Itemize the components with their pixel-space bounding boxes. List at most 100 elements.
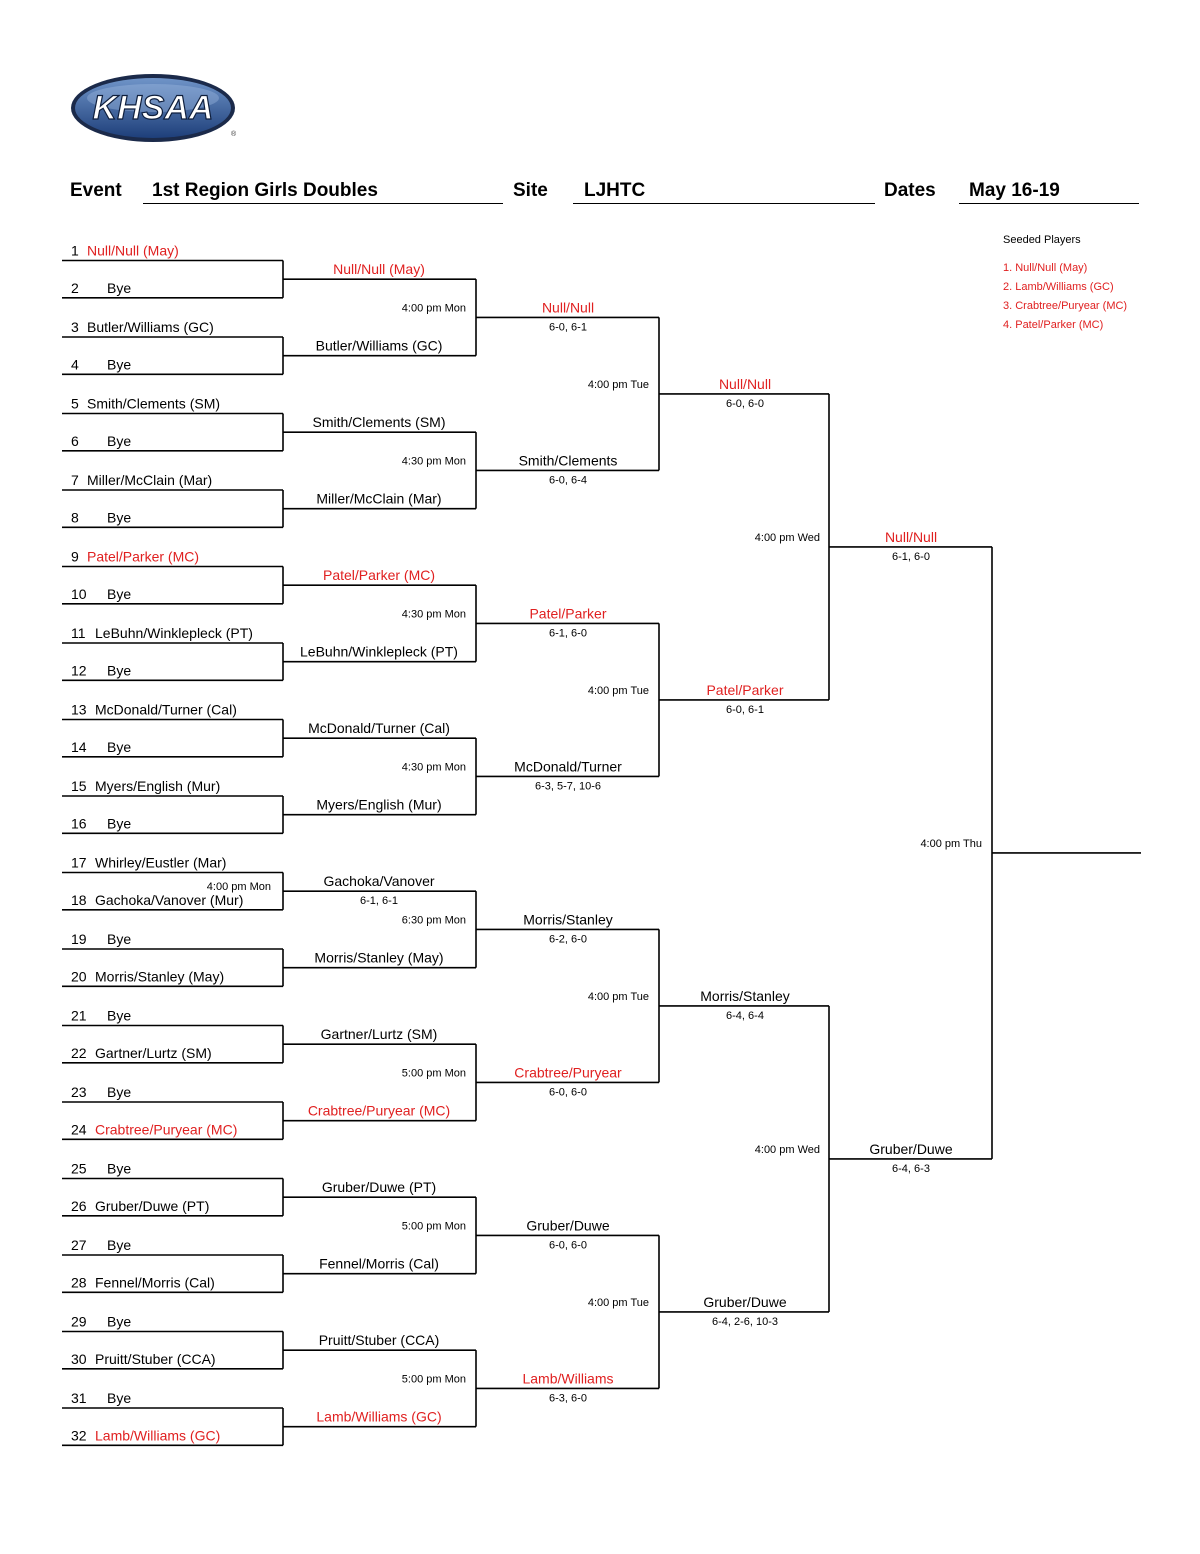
round3-score: 6-0, 6-1 <box>549 321 587 333</box>
entrant-name: Bye <box>107 662 131 678</box>
entrant-name: Gruber/Duwe (PT) <box>95 1198 209 1214</box>
entrant-name: Gachoka/Vanover (Mur) <box>95 892 243 908</box>
round5-score: 6-4, 6-3 <box>892 1163 930 1175</box>
seed-number: 22 <box>71 1045 87 1061</box>
entrant-name: Bye <box>107 815 131 831</box>
round3-time: 4:30 pm Mon <box>402 761 466 773</box>
round3-time: 5:00 pm Mon <box>402 1067 466 1079</box>
seeded-player-4: 4. Patel/Parker (MC) <box>1003 319 1104 331</box>
entrant-name: Bye <box>107 1161 131 1177</box>
round3-time: 5:00 pm Mon <box>402 1220 466 1232</box>
round3-name: Patel/Parker <box>529 605 606 621</box>
seed-number: 2 <box>71 280 79 296</box>
entrant-name: Bye <box>107 1390 131 1406</box>
round2-name: Crabtree/Puryear (MC) <box>308 1103 450 1119</box>
round2-name: Pruitt/Stuber (CCA) <box>319 1332 440 1348</box>
round3-name: Morris/Stanley <box>523 911 612 927</box>
round2-name: Null/Null (May) <box>333 261 425 277</box>
event-underline <box>143 203 503 204</box>
round3-score: 6-0, 6-4 <box>549 474 587 486</box>
round4-time: 4:00 pm Tue <box>588 685 649 697</box>
entrant-name: Bye <box>107 1314 131 1330</box>
site-label: Site <box>513 180 548 201</box>
seed-number: 24 <box>71 1121 87 1137</box>
round3-score: 6-1, 6-0 <box>549 627 587 639</box>
svg-text:®: ® <box>231 130 237 138</box>
seed-number: 29 <box>71 1314 87 1330</box>
round3-time: 4:30 pm Mon <box>402 608 466 620</box>
entrant-name: Null/Null (May) <box>87 243 179 259</box>
round2-name: Morris/Stanley (May) <box>314 950 443 966</box>
round2-name: Lamb/Williams (GC) <box>316 1409 441 1425</box>
seed-number: 26 <box>71 1198 87 1214</box>
round4-name: Morris/Stanley <box>700 988 789 1004</box>
event-value: 1st Region Girls Doubles <box>152 180 378 201</box>
entrant-name: Morris/Stanley (May) <box>95 968 224 984</box>
round2-name: Patel/Parker (MC) <box>323 567 435 583</box>
round5-name: Gruber/Duwe <box>869 1141 952 1157</box>
seed-number: 12 <box>71 662 87 678</box>
seed-number: 31 <box>71 1390 87 1406</box>
entrant-name: Whirley/Eustler (Mar) <box>95 855 226 871</box>
seeded-player-1: 1. Null/Null (May) <box>1003 262 1088 274</box>
seed-number: 14 <box>71 739 87 755</box>
round4-name: Gruber/Duwe <box>703 1294 786 1310</box>
round3-time: 6:30 pm Mon <box>402 914 466 926</box>
round4-time: 4:00 pm Tue <box>588 1297 649 1309</box>
dates-underline <box>959 203 1139 204</box>
round3-name: Null/Null <box>542 299 594 315</box>
final-time: 4:00 pm Thu <box>920 838 982 850</box>
seeded-players-title: Seeded Players <box>1003 234 1081 246</box>
entrant-name: LeBuhn/Winklepleck (PT) <box>95 625 253 641</box>
seeded-player-2: 2. Lamb/Williams (GC) <box>1003 281 1114 293</box>
seed-number: 11 <box>71 625 86 641</box>
round3-name: Crabtree/Puryear <box>514 1064 622 1080</box>
round2-name: Gartner/Lurtz (SM) <box>321 1026 438 1042</box>
entrant-name: Bye <box>107 509 131 525</box>
entrant-name: Miller/McClain (Mar) <box>87 472 212 488</box>
entrant-name: Pruitt/Stuber (CCA) <box>95 1351 216 1367</box>
entrant-name: Bye <box>107 433 131 449</box>
round4-time: 4:00 pm Tue <box>588 991 649 1003</box>
entrant-name: Fennel/Morris (Cal) <box>95 1274 215 1290</box>
round4-time: 4:00 pm Tue <box>588 379 649 391</box>
seed-number: 30 <box>71 1351 87 1367</box>
round2-name: Myers/English (Mur) <box>316 797 441 813</box>
entrant-name: Bye <box>107 931 131 947</box>
seed-number: 9 <box>71 549 79 565</box>
round4-score: 6-4, 2-6, 10-3 <box>712 1316 778 1328</box>
round4-score: 6-0, 6-1 <box>726 704 764 716</box>
site-underline <box>573 203 875 204</box>
round3-time: 5:00 pm Mon <box>402 1373 466 1385</box>
seeded-player-3: 3. Crabtree/Puryear (MC) <box>1003 300 1128 312</box>
seed-number: 17 <box>71 855 87 871</box>
round4-name: Patel/Parker <box>706 682 783 698</box>
event-label: Event <box>70 180 122 201</box>
seed-number: 6 <box>71 433 79 449</box>
seed-number: 20 <box>71 968 87 984</box>
round2-name: McDonald/Turner (Cal) <box>308 720 450 736</box>
round5-time: 4:00 pm Wed <box>755 1144 820 1156</box>
round2-score: 6-1, 6-1 <box>360 895 398 907</box>
dates-value: May 16-19 <box>969 180 1060 201</box>
round3-score: 6-2, 6-0 <box>549 933 587 945</box>
round5-score: 6-1, 6-0 <box>892 551 930 563</box>
round2-name: Butler/Williams (GC) <box>316 338 443 354</box>
entrant-name: Bye <box>107 586 131 602</box>
entrant-name: Bye <box>107 739 131 755</box>
round3-name: Smith/Clements <box>519 452 618 468</box>
entrant-name: Patel/Parker (MC) <box>87 549 199 565</box>
seed-number: 16 <box>71 815 87 831</box>
round3-score: 6-0, 6-0 <box>549 1239 587 1251</box>
entrant-name: Myers/English (Mur) <box>95 778 220 794</box>
seed-number: 3 <box>71 319 79 335</box>
entrant-name: Bye <box>107 1084 131 1100</box>
round2-name: Fennel/Morris (Cal) <box>319 1256 439 1272</box>
round3-score: 6-0, 6-0 <box>549 1086 587 1098</box>
site-value: LJHTC <box>584 180 646 201</box>
round4-name: Null/Null <box>719 376 771 392</box>
entrant-name: Lamb/Williams (GC) <box>95 1427 220 1443</box>
round5-name: Null/Null <box>885 529 937 545</box>
seed-number: 7 <box>71 472 79 488</box>
seed-number: 5 <box>71 396 79 412</box>
